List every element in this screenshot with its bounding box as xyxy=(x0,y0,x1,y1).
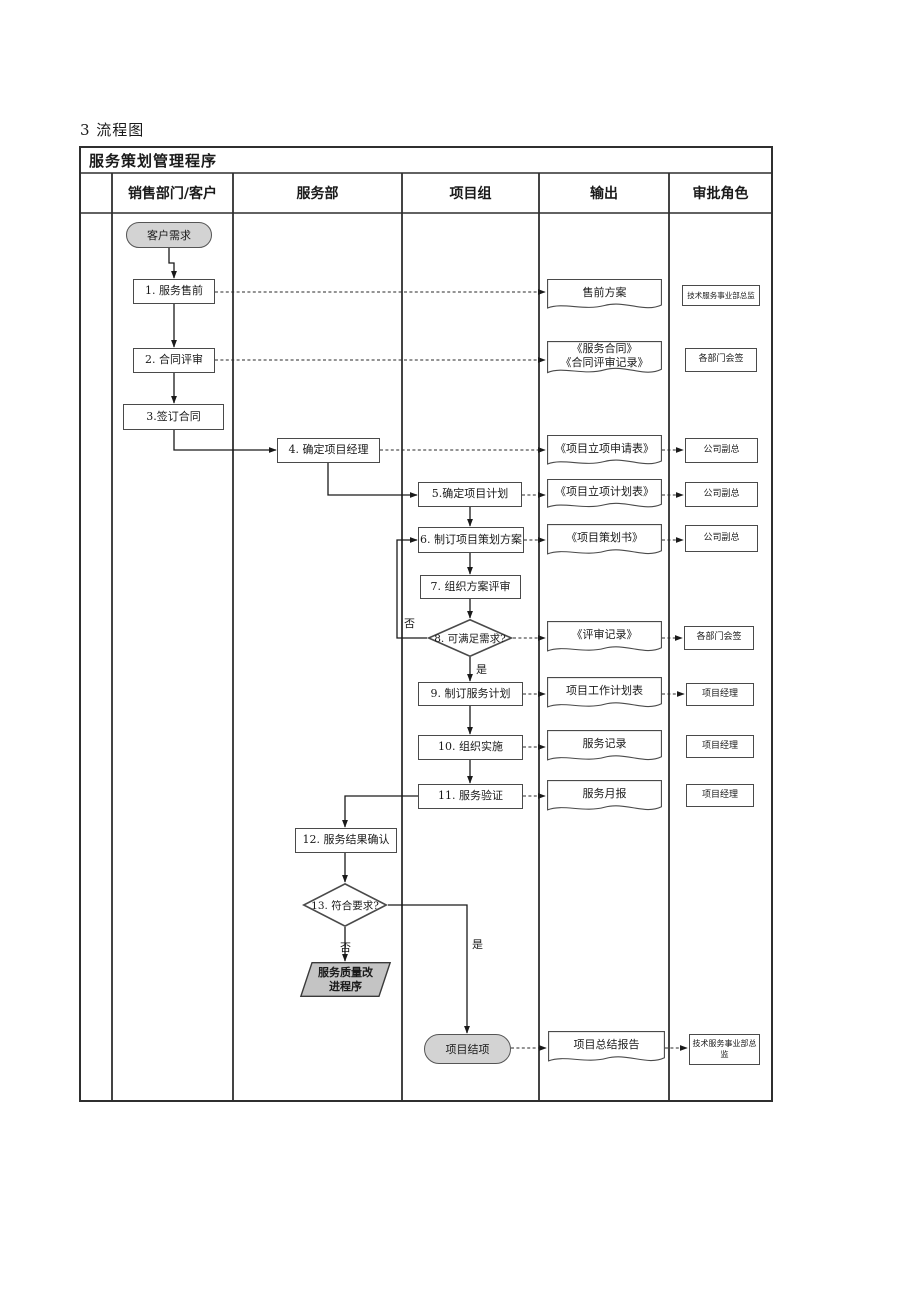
parallelogram-shape xyxy=(299,962,392,997)
output-doc-presale-plan: 售前方案 xyxy=(547,279,662,313)
approval-project-manager-1: 项目经理 xyxy=(686,683,754,706)
output-doc-project-planning-book: 《项目策划书》 xyxy=(547,524,662,559)
step-9-develop-service-plan: 9. 制订服务计划 xyxy=(418,682,523,706)
approval-dept-countersign-1: 各部门会签 xyxy=(685,348,757,372)
lane-header-sales-customer: 销售部门/客户 xyxy=(127,186,218,202)
step-4-assign-project-manager: 4. 确定项目经理 xyxy=(277,438,380,463)
diamond-shape xyxy=(427,619,513,657)
flowchart-title: 服务策划管理程序 xyxy=(89,152,218,170)
approval-company-vp-1: 公司副总 xyxy=(685,438,758,463)
lane-header-approval-role: 审批角色 xyxy=(692,186,749,202)
output-doc-project-application-form: 《项目立项申请表》 xyxy=(547,435,662,469)
approval-project-manager-2: 项目经理 xyxy=(686,735,754,758)
approval-company-vp-2: 公司副总 xyxy=(685,482,758,507)
step-2-contract-review: 2. 合同评审 xyxy=(133,348,215,373)
step-6-develop-planning-scheme: 6. 制订项目策划方案 xyxy=(418,527,524,553)
lane-header-project-team: 项目组 xyxy=(449,186,492,202)
output-doc-service-monthly-report: 服务月报 xyxy=(547,780,662,815)
output-doc-project-plan-form: 《项目立项计划表》 xyxy=(547,479,662,512)
step-11-service-verification: 11. 服务验证 xyxy=(418,784,523,809)
diamond-shape xyxy=(302,883,388,927)
step-1-service-presale: 1. 服务售前 xyxy=(133,279,215,304)
step-5-define-project-plan: 5.确定项目计划 xyxy=(418,482,522,507)
approval-project-manager-3: 项目经理 xyxy=(686,784,754,807)
output-doc-project-summary-report: 项目总结报告 xyxy=(548,1031,665,1066)
step-12-confirm-service-result: 12. 服务结果确认 xyxy=(295,828,397,853)
output-doc-service-record: 服务记录 xyxy=(547,730,662,765)
step-3-sign-contract: 3.签订合同 xyxy=(123,404,224,430)
output-doc-service-contract: 《服务合同》《合同评审记录》 xyxy=(547,341,662,378)
approval-company-vp-3: 公司副总 xyxy=(685,525,758,552)
output-doc-review-record: 《评审记录》 xyxy=(547,621,662,656)
branch-no-label-1: 否 xyxy=(404,617,415,630)
lane-header-output: 输出 xyxy=(590,186,618,202)
branch-yes-label-1: 是 xyxy=(476,663,487,676)
step-10-organize-implementation: 10. 组织实施 xyxy=(418,735,523,760)
decision-13-meets-requirement: 13. 符合要求? xyxy=(302,883,388,927)
branch-yes-label-2: 是 xyxy=(472,938,483,951)
service-quality-improvement-procedure: 服务质量改进程序 xyxy=(299,962,392,997)
approval-tech-service-director-1: 技术服务事业部总监 xyxy=(682,285,760,306)
branch-no-label-2: 否 xyxy=(340,941,351,954)
page-heading: 3 流程图 xyxy=(80,121,145,139)
output-doc-project-work-plan: 项目工作计划表 xyxy=(547,677,662,712)
approval-tech-service-director-2: 技术服务事业部总监 xyxy=(689,1034,760,1065)
decision-8-meets-demand: 8. 可满足需求? xyxy=(427,619,513,657)
step-7-organize-scheme-review: 7. 组织方案评审 xyxy=(420,575,521,599)
lane-header-service-dept: 服务部 xyxy=(296,186,339,202)
start-node-customer-demand: 客户需求 xyxy=(126,222,212,248)
end-node-project-closure: 项目结项 xyxy=(424,1034,511,1064)
approval-dept-countersign-2: 各部门会签 xyxy=(684,626,754,650)
